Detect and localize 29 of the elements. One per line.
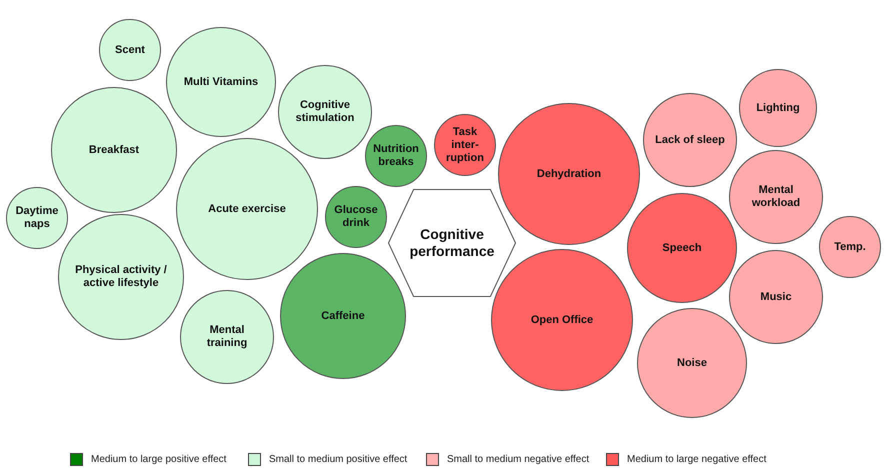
legend-label: Small to medium positive effect	[269, 454, 408, 465]
legend-label: Medium to large negative effect	[627, 454, 766, 465]
legend-label: Medium to large positive effect	[91, 454, 226, 465]
factor-label: Acute exercise	[208, 202, 286, 216]
factor-label: Lighting	[756, 102, 800, 114]
factor-label: Glucose drink	[333, 204, 379, 230]
factor-label: Multi Vitamins	[184, 76, 258, 88]
factor-label: Mental training	[206, 324, 248, 350]
factor-label: Caffeine	[321, 310, 365, 322]
factor-label: Breakfast	[88, 144, 140, 156]
factor-label: Temp.	[834, 240, 866, 254]
factor-label: Cognitive stimulation	[294, 99, 356, 125]
factor-label: Lack of sleep	[655, 134, 725, 146]
factor-label: Daytime naps	[14, 205, 60, 231]
factor-label: Nutrition breaks	[372, 143, 420, 169]
factor-label: Open Office	[530, 314, 594, 326]
factor-label: Speech	[662, 242, 702, 254]
factor-label: Physical activity / active lifestyle	[74, 264, 168, 290]
legend-label: Small to medium negative effect	[447, 454, 590, 465]
factor-bubble	[6, 187, 68, 249]
outcome-hexagon	[388, 189, 516, 297]
factor-label: Scent	[115, 44, 145, 56]
factor-bubble	[365, 125, 427, 187]
outcome-label: Cognitive performance	[408, 226, 496, 260]
factor-label: Mental workload	[750, 184, 802, 210]
factor-label: Task inter- ruption	[445, 126, 485, 164]
factor-label: Noise	[677, 356, 707, 370]
factor-label: Music	[760, 290, 792, 304]
factor-label: Dehydration	[536, 168, 602, 180]
